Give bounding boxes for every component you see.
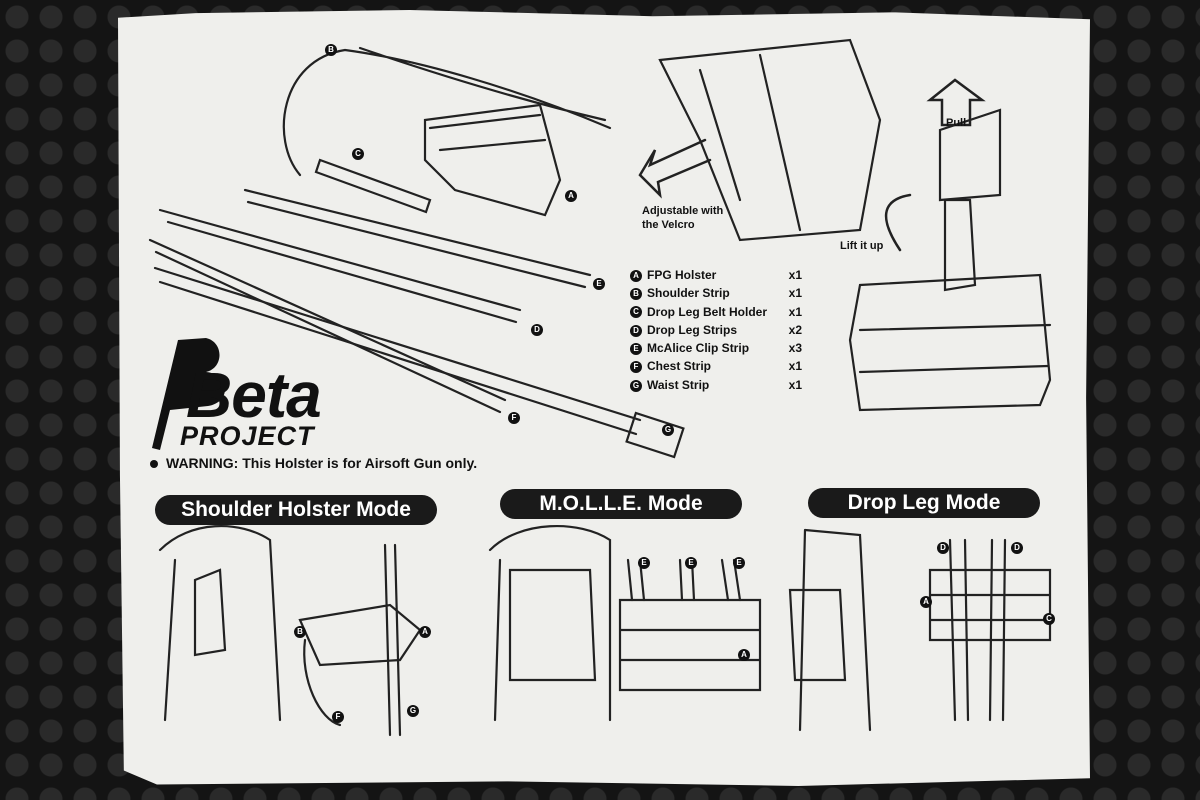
letter-badge: A (920, 596, 932, 608)
letter-badge: F (508, 412, 520, 424)
mode-drop: Drop Leg Mode (808, 488, 1040, 518)
letter-badge: A (419, 626, 431, 638)
strap-d-drawing (158, 208, 522, 324)
person-shoulder-drawing (158, 525, 282, 722)
letter-badge: D (1011, 542, 1023, 554)
letter-badge: E (638, 557, 650, 569)
letter-badge: E (593, 278, 605, 290)
person-molle-drawing (488, 525, 612, 722)
letter-badge: E (733, 557, 745, 569)
holster-drawing (423, 103, 562, 217)
adjust-label: Adjustable with the Velcro (642, 205, 724, 231)
letter-badge: G (662, 424, 674, 436)
pull-label: Pull (946, 117, 967, 129)
shoulder-strip-drawing (282, 46, 612, 177)
holster-velcro-drawing (658, 38, 882, 242)
letter-badge: A (565, 190, 577, 202)
letter-badge: G (407, 705, 419, 717)
instruction-sheet (118, 10, 1090, 786)
strap-f-drawing (148, 238, 507, 414)
bullet-icon (150, 460, 158, 469)
letter-badge: E (685, 557, 697, 569)
letter-badge: F (332, 711, 344, 723)
mode-shoulder: Shoulder Holster Mode (155, 495, 437, 525)
letter-badge: D (937, 542, 949, 554)
logo-sub: PROJECT (180, 421, 315, 451)
letter-badge: A (738, 649, 750, 661)
belt-holder-drawing (314, 158, 432, 214)
mode-molle: M.O.L.L.E. Mode (500, 489, 742, 519)
letter-badge: B (294, 626, 306, 638)
letter-badge: C (1043, 613, 1055, 625)
strap-e-drawing (243, 188, 592, 289)
lift-label: Lift it up (840, 240, 884, 252)
logo-text: Beta (186, 359, 322, 431)
person-drop-drawing (798, 528, 872, 732)
strap-g-drawing (153, 266, 642, 436)
holster-pull-drawing (848, 273, 1052, 412)
letter-badge: D (531, 324, 543, 336)
beta-logo-mark (152, 338, 226, 450)
letter-badge: C (352, 148, 364, 160)
warning-text: WARNING: This Holster is for Airsoft Gun… (150, 455, 477, 471)
letter-badge: B (325, 44, 337, 56)
